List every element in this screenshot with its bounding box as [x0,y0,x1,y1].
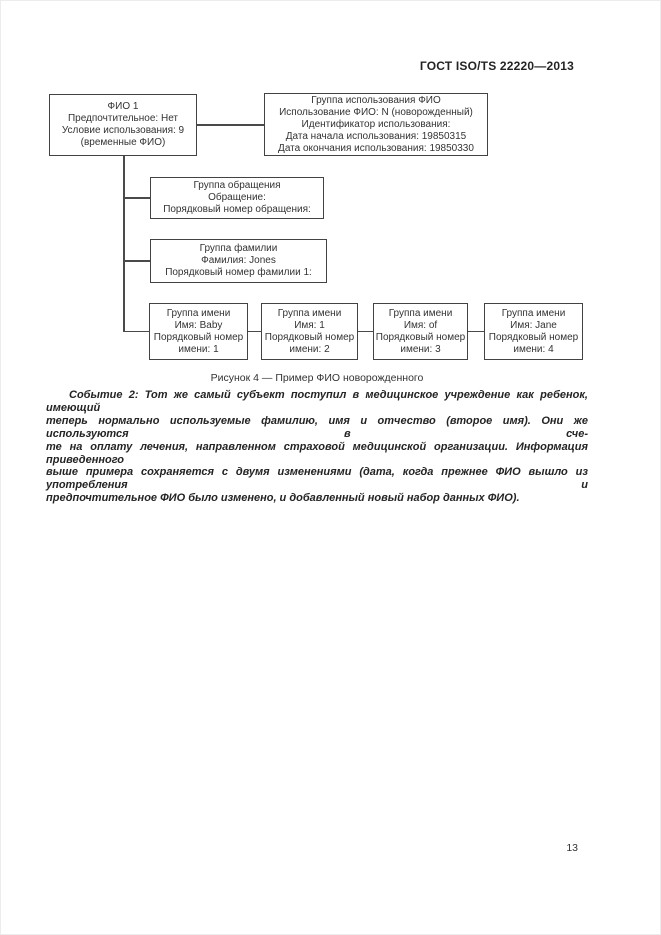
text-line: предпочтительное ФИО было изменено, и до… [46,492,520,505]
text-line: Порядковый номер [488,331,579,343]
text-line: Порядковый номер фамилии 1: [165,267,312,278]
text-line: Группа имени [388,307,453,319]
text-line: имени: 3 [400,343,441,355]
text-line: Группа имени [501,307,566,319]
text-line: Группа имени [277,307,342,319]
text-line: Группа фамилии [199,243,278,254]
connector-trunk-family [123,260,150,262]
text-line: Имя: Baby [174,319,223,331]
text-line: Имя: of [403,319,438,331]
text-line: те на оплату лечения, направленном страх… [46,440,588,466]
text-line: Использование ФИО: N (новорожденный) [279,106,473,118]
note-paragraph: Событие 2: Тот же самый субъект поступил… [46,389,588,505]
text-line: Дата начала использования: 19850315 [285,130,467,142]
text-line: Предпочтительное: Нет [67,113,179,124]
text-line: Группа использования ФИО [311,94,441,106]
text-line: Событие 2: Тот же самый субъект поступил… [46,389,588,414]
page-header: ГОСТ ISO/TS 22220—2013 [419,59,574,73]
connector-name2-name3 [358,330,373,332]
connector-name1-name2 [248,330,261,332]
text-line: (временные ФИО) [80,137,166,148]
text-line: имени: 4 [513,343,554,355]
text-line: Группа имени [166,307,231,319]
text-line: Дата окончания использования: 19850330 [278,142,474,154]
text-line: ФИО 1 [107,101,139,112]
text-line: выше примера сохраняется с двумя изменен… [46,466,588,492]
text-line: Обращение: [208,192,266,203]
connector-fio1-usage [197,124,264,126]
text-line: теперь нормально используемые фамилию, и… [46,414,588,440]
text-line: имени: 2 [289,343,330,355]
text-line: Идентификатор использования: [301,118,451,130]
text-line: Фамилия: Jones [201,255,276,266]
text-line: Порядковый номер [153,331,244,343]
text-line: Порядковый номер [375,331,466,343]
text-line: Порядковый номер обращения: [163,204,311,215]
connector-trunk-salutation [123,197,150,199]
text-line: Имя: Jane [510,319,557,331]
connector-name3-name4 [468,330,484,332]
page-number: 13 [566,842,578,854]
connector-trunk-name1 [123,330,149,332]
figure-caption: Рисунок 4 — Пример ФИО новорожденного [210,372,424,384]
text-line: Имя: 1 [294,319,325,331]
text-line: имени: 1 [178,343,219,355]
text-line: Группа обращения [193,180,281,191]
connector-trunk-vertical [123,156,125,332]
text-line: Условие использования: 9 [61,125,185,136]
text-line: Порядковый номер [264,331,355,343]
